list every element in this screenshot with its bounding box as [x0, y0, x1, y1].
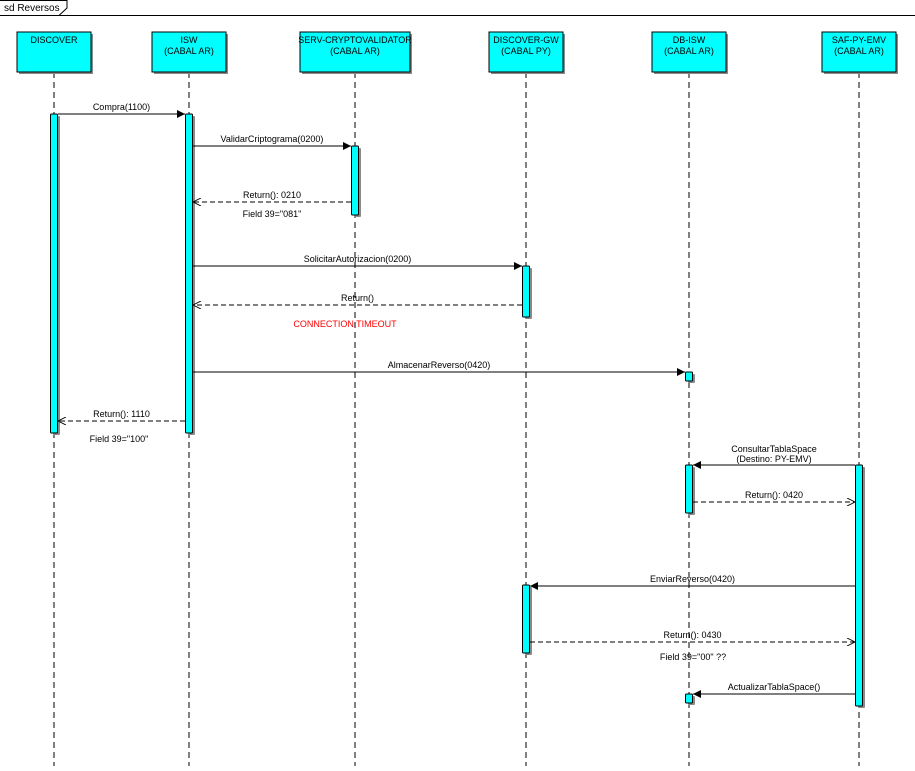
participant-serv-cryptovalidator[interactable]: SERV-CRYPTOVALIDATOR(CABAL AR) — [298, 31, 412, 74]
participant-box — [151, 31, 227, 73]
participant-box — [488, 31, 564, 73]
message-return[interactable]: Return(): 1110 — [58, 409, 185, 421]
message-label: SolicitarAutorizacion(0200) — [304, 254, 412, 264]
participant-isw[interactable]: ISW(CABAL AR) — [151, 31, 228, 74]
message-label: Return(): 0210 — [243, 190, 301, 200]
message-call[interactable]: EnviarReverso(0420) — [530, 574, 855, 590]
participant-name: SAF-PY-EMV — [832, 35, 886, 45]
participant-box — [821, 31, 897, 73]
participant-name: DISCOVER — [30, 35, 78, 45]
activation-db-isw — [685, 464, 693, 514]
message-call[interactable]: SolicitarAutorizacion(0200) — [193, 254, 522, 270]
note: Field 39="100" — [90, 434, 149, 444]
activation-saf-py-emv — [855, 464, 863, 707]
lifelines — [53, 72, 860, 766]
message-label: Compra(1100) — [93, 102, 150, 112]
participant-discover-gw[interactable]: DISCOVER-GW(CABAL PY) — [488, 31, 565, 74]
participant-box — [16, 31, 92, 73]
participant-name: DB-ISW — [673, 35, 706, 45]
message-label: AlmacenarReverso(0420) — [388, 360, 491, 370]
message-return[interactable]: Return(): 0210 — [193, 190, 351, 202]
participant-box — [299, 31, 411, 73]
activations — [50, 113, 865, 708]
message-call[interactable]: ValidarCriptograma(0200) — [193, 134, 351, 150]
message-label: ConsultarTablaSpace — [731, 444, 817, 454]
participant-location: (CABAL PY) — [501, 46, 551, 56]
message-return[interactable]: Return(): 0430 — [530, 630, 855, 642]
participant-db-isw[interactable]: DB-ISW(CABAL AR) — [651, 31, 728, 74]
participant-location: (CABAL AR) — [834, 46, 884, 56]
note-alert: CONNECTION TIMEOUT — [293, 319, 397, 329]
activation-isw — [185, 113, 193, 434]
message-label: Return(): 0430 — [663, 630, 721, 640]
activation-discover-gw — [522, 584, 530, 654]
message-label-detail: (Destino: PY-EMV) — [736, 454, 811, 464]
activation-discover — [50, 113, 58, 434]
participant-saf-py-emv[interactable]: SAF-PY-EMV(CABAL AR) — [821, 31, 898, 74]
activation-discover-gw — [522, 265, 530, 318]
participant-name: DISCOVER-GW — [493, 35, 559, 45]
message-return[interactable]: Return(): 0420 — [693, 490, 855, 502]
participant-name: SERV-CRYPTOVALIDATOR — [298, 35, 412, 45]
frame: sd Reversos — [0, 0, 915, 16]
participant-location: (CABAL AR) — [164, 46, 214, 56]
messages: Compra(1100) ValidarCriptograma(0200) Retu… — [58, 102, 855, 698]
notes: Field 39="081" CONNECTION TIMEOUT Field 39… — [90, 209, 726, 662]
note: Field 39="081" — [243, 209, 302, 219]
participant-location: (CABAL AR) — [330, 46, 380, 56]
activation-db-isw — [685, 371, 693, 382]
message-call[interactable]: ConsultarTablaSpace(Destino: PY-EMV) — [693, 444, 855, 469]
participant-name: ISW — [181, 35, 199, 45]
note: Field 39="00" ?? — [660, 652, 726, 662]
message-label: EnviarReverso(0420) — [650, 574, 735, 584]
message-call[interactable]: AlmacenarReverso(0420) — [193, 360, 685, 376]
message-call[interactable]: ActualizarTablaSpace() — [693, 682, 855, 698]
message-label: Return() — [341, 293, 374, 303]
message-call[interactable]: Compra(1100) — [58, 102, 185, 118]
message-label: Return(): 1110 — [93, 409, 150, 419]
message-label: Return(): 0420 — [745, 490, 803, 500]
message-label: ActualizarTablaSpace() — [728, 682, 821, 692]
frame-label: sd Reversos — [4, 3, 60, 14]
participant-location: (CABAL AR) — [664, 46, 714, 56]
activation-serv-cryptovalidator — [351, 145, 359, 216]
message-return[interactable]: Return() — [193, 293, 522, 305]
participant-box — [651, 31, 727, 73]
message-label: ValidarCriptograma(0200) — [221, 134, 324, 144]
activation-db-isw — [685, 693, 693, 704]
participant-discover[interactable]: DISCOVER — [16, 31, 93, 74]
